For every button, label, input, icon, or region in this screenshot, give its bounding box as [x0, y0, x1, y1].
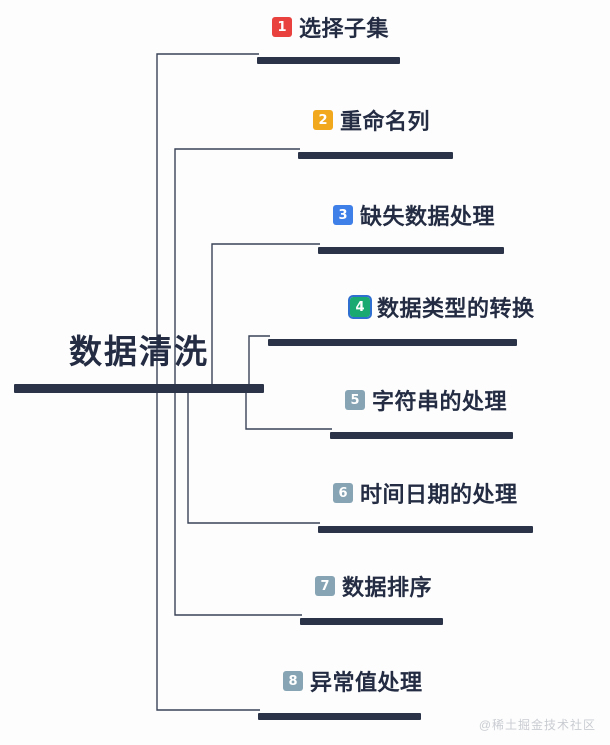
- branch-node-label: 重命名列: [340, 109, 431, 134]
- branch-number-badge[interactable]: 3: [333, 205, 353, 225]
- branch-node[interactable]: 5 字符串的处理: [345, 383, 507, 417]
- branch-node-label: 时间日期的处理: [360, 482, 518, 507]
- branch-node-bar: [298, 152, 453, 159]
- root-node[interactable]: 数据清洗: [14, 330, 264, 393]
- branch-node[interactable]: 7 数据排序: [315, 569, 432, 603]
- branch-node-bar: [330, 432, 513, 439]
- branch-node-bar: [258, 713, 421, 720]
- branch-node-row: 7 数据排序: [315, 569, 432, 603]
- connector-line: [245, 388, 332, 430]
- branch-number-badge[interactable]: 4: [348, 295, 372, 319]
- branch-node-row: 6 时间日期的处理: [333, 476, 518, 510]
- branch-node[interactable]: 2 重命名列: [313, 103, 430, 137]
- branch-number-badge[interactable]: 2: [313, 110, 333, 130]
- branch-node-row: 3 缺失数据处理: [333, 198, 495, 232]
- connector-line: [174, 388, 302, 616]
- branch-node[interactable]: 6 时间日期的处理: [333, 476, 518, 510]
- branch-node-label: 数据排序: [342, 575, 433, 600]
- branch-node-label: 字符串的处理: [372, 389, 508, 414]
- branch-node-bar: [257, 57, 400, 64]
- branch-node-label: 数据类型的转换: [377, 296, 535, 321]
- branch-number-badge[interactable]: 1: [272, 17, 292, 37]
- branch-node-bar: [318, 526, 533, 533]
- connector-line: [156, 388, 260, 711]
- branch-node-bar: [300, 618, 443, 625]
- branch-node-bar: [318, 247, 504, 254]
- branch-node-row: 8 异常值处理: [283, 664, 423, 698]
- branch-node-row: 2 重命名列: [313, 103, 430, 137]
- branch-node-label: 异常值处理: [310, 670, 423, 695]
- branch-node-row: 1 选择子集: [272, 10, 389, 44]
- branch-number-badge[interactable]: 8: [283, 671, 303, 691]
- branch-number-badge[interactable]: 6: [333, 483, 353, 503]
- branch-node-label: 缺失数据处理: [360, 204, 496, 229]
- branch-node-label: 选择子集: [299, 16, 390, 41]
- connector-line: [187, 388, 320, 524]
- branch-node-row: 5 字符串的处理: [345, 383, 507, 417]
- watermark: @稀土掘金技术社区: [478, 718, 596, 732]
- root-node-label: 数据清洗: [69, 333, 209, 370]
- branch-node-bar: [268, 339, 517, 346]
- root-node-bar: [14, 384, 264, 393]
- branch-node[interactable]: 8 异常值处理: [283, 664, 423, 698]
- branch-number-badge[interactable]: 7: [315, 576, 335, 596]
- branch-node[interactable]: 1 选择子集: [272, 10, 389, 44]
- branch-number-badge[interactable]: 5: [345, 390, 365, 410]
- branch-node[interactable]: 3 缺失数据处理: [333, 198, 495, 232]
